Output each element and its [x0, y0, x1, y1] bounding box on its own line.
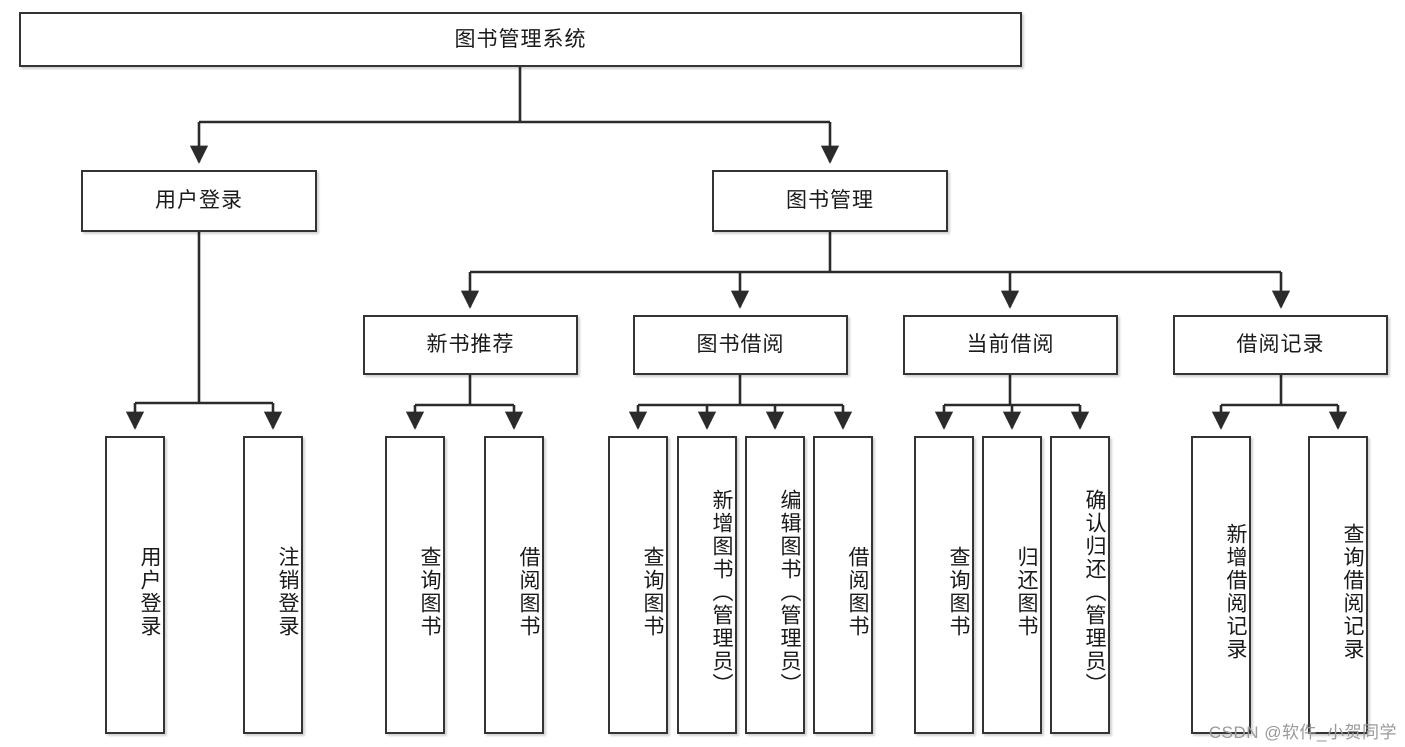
node-leaf-borrow-book[interactable]: 借阅图书 [813, 436, 873, 734]
node-leaf-user-login[interactable]: 用户登录 [105, 436, 165, 734]
node-leaf-add-record-label: 新增借阅记录 [1224, 523, 1247, 661]
node-leaf-edit-book[interactable]: 编辑图书（管理员） [745, 436, 805, 734]
node-leaf-user-logout[interactable]: 注销登录 [243, 436, 303, 734]
node-user-login-label: 用户登录 [155, 189, 243, 213]
node-leaf-user-login-label: 用户登录 [138, 546, 161, 638]
node-leaf-add-book-label: 新增图书（管理员） [710, 488, 733, 696]
node-book-manage[interactable]: 图书管理 [712, 170, 948, 232]
node-leaf-borrow-book-rec-label: 借阅图书 [517, 546, 540, 638]
node-borrow-record[interactable]: 借阅记录 [1173, 315, 1388, 375]
node-user-login[interactable]: 用户登录 [81, 170, 317, 232]
node-root-label: 图书管理系统 [454, 27, 587, 51]
node-leaf-return-book-label: 归还图书 [1015, 546, 1038, 638]
node-leaf-add-record[interactable]: 新增借阅记录 [1191, 436, 1251, 734]
node-root[interactable]: 图书管理系统 [19, 12, 1022, 67]
node-leaf-edit-book-label: 编辑图书（管理员） [778, 488, 801, 696]
node-leaf-borrow-book-label: 借阅图书 [846, 546, 869, 638]
node-leaf-query-book-cur-label: 查询图书 [947, 546, 970, 638]
node-book-manage-label: 图书管理 [786, 189, 874, 213]
node-leaf-query-record[interactable]: 查询借阅记录 [1308, 436, 1368, 734]
node-borrow-record-label: 借阅记录 [1236, 333, 1325, 357]
watermark: CSDN @软件_小贺同学 [1208, 723, 1397, 742]
node-leaf-query-book-rec-label: 查询图书 [418, 546, 441, 638]
node-current-borrow-label: 当前借阅 [966, 333, 1055, 357]
node-book-borrow-label: 图书借阅 [696, 333, 785, 357]
node-leaf-confirm-return[interactable]: 确认归还（管理员） [1050, 436, 1110, 734]
node-leaf-query-book-rec[interactable]: 查询图书 [385, 436, 445, 734]
node-current-borrow[interactable]: 当前借阅 [903, 315, 1118, 375]
node-leaf-query-record-label: 查询借阅记录 [1341, 523, 1364, 661]
node-leaf-user-logout-label: 注销登录 [276, 546, 299, 638]
node-leaf-confirm-return-label: 确认归还（管理员） [1083, 488, 1106, 696]
node-leaf-query-book-borrow-label: 查询图书 [641, 546, 664, 638]
node-leaf-borrow-book-rec[interactable]: 借阅图书 [484, 436, 544, 734]
node-leaf-add-book[interactable]: 新增图书（管理员） [677, 436, 737, 734]
node-leaf-query-book-borrow[interactable]: 查询图书 [608, 436, 668, 734]
node-new-book-rec-label: 新书推荐 [426, 333, 515, 357]
node-leaf-return-book[interactable]: 归还图书 [982, 436, 1042, 734]
node-new-book-rec[interactable]: 新书推荐 [363, 315, 578, 375]
node-leaf-query-book-cur[interactable]: 查询图书 [914, 436, 974, 734]
node-book-borrow[interactable]: 图书借阅 [633, 315, 848, 375]
